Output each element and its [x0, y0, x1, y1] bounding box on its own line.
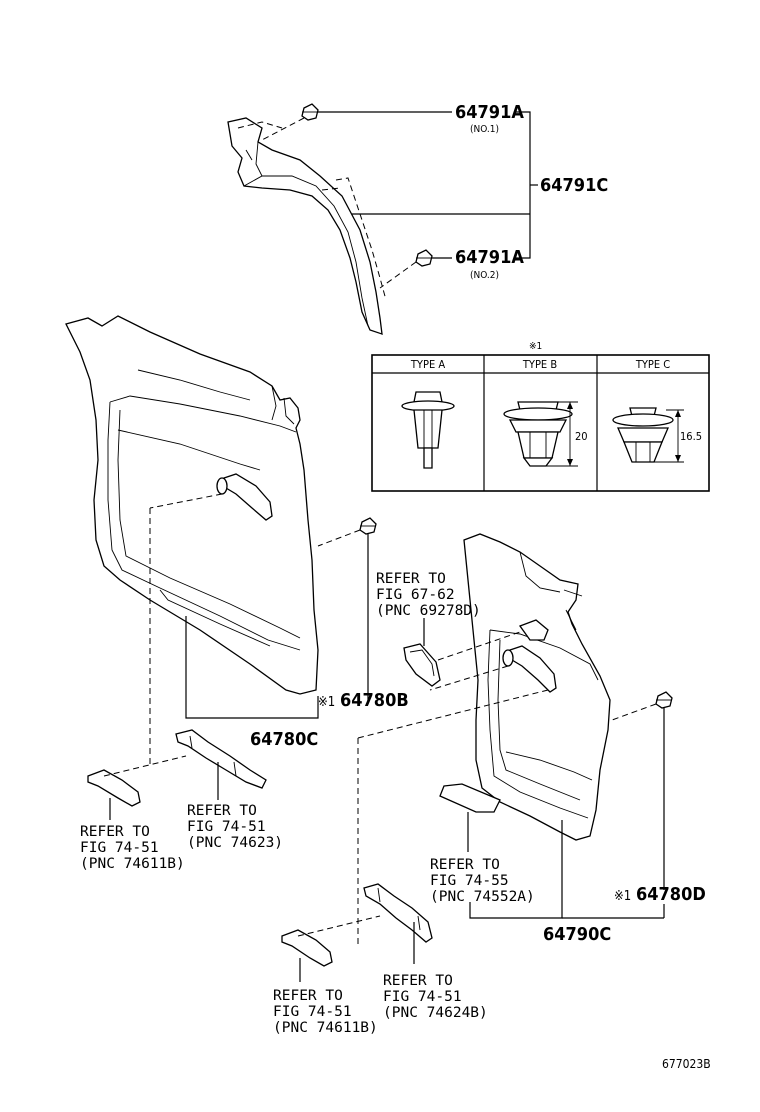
- svg-text:FIG 67-62: FIG 67-62: [376, 587, 455, 603]
- svg-text:REFER TO: REFER TO: [383, 973, 453, 989]
- part-64780C-label: 64780C: [250, 729, 318, 750]
- reference-74611B-left: REFER TO FIG 74-51 (PNC 74611B): [80, 824, 185, 872]
- clip-64780B[interactable]: [359, 517, 377, 535]
- clip-type-c-header: TYPE C: [635, 358, 670, 371]
- svg-text:(PNC 74624B): (PNC 74624B): [383, 1005, 488, 1021]
- bracket-right[interactable]: [363, 883, 433, 943]
- bracket-left[interactable]: [175, 729, 267, 789]
- svg-text:(PNC 74552A): (PNC 74552A): [430, 889, 535, 905]
- svg-text:REFER TO: REFER TO: [430, 857, 500, 873]
- clip-64791A-no2[interactable]: [415, 249, 433, 267]
- pillar-garnish-64791C[interactable]: [227, 117, 387, 335]
- part-64780D-label: 64780D: [636, 884, 706, 905]
- svg-text:FIG 74-51: FIG 74-51: [187, 819, 266, 835]
- part-64780B-label: 64780B: [340, 690, 409, 711]
- clip-type-c-dim: 16.5: [680, 430, 702, 443]
- reference-74623: REFER TO FIG 74-51 (PNC 74623): [187, 803, 283, 851]
- reference-69278D: REFER TO FIG 67-62 (PNC 69278D): [376, 571, 481, 619]
- assist-grip-left[interactable]: [87, 769, 141, 807]
- svg-text:FIG 74-55: FIG 74-55: [430, 873, 509, 889]
- part-64791A-no2-label: 64791A: [455, 247, 524, 268]
- svg-text:FIG 74-51: FIG 74-51: [80, 840, 159, 856]
- svg-text:(PNC 74611B): (PNC 74611B): [273, 1020, 378, 1036]
- part-64791A-no1-label: 64791A: [455, 102, 524, 123]
- clip-type-c-icon: 16.5: [612, 407, 702, 463]
- side-panel-64780C[interactable]: [65, 315, 319, 695]
- svg-text:REFER TO: REFER TO: [187, 803, 257, 819]
- side-panel-64790C[interactable]: [463, 533, 611, 841]
- svg-text:(PNC 74623): (PNC 74623): [187, 835, 283, 851]
- clip-type-b-dim: 20: [575, 430, 588, 443]
- clip-type-table: ※1 TYPE A TYPE B TYPE C: [371, 341, 710, 492]
- svg-text:(PNC 74611B): (PNC 74611B): [80, 856, 185, 872]
- part-64791A-no2-note: (NO.2): [470, 270, 499, 281]
- reference-74611B-right: REFER TO FIG 74-51 (PNC 74611B): [273, 988, 378, 1036]
- diagram-code: 677023B: [662, 1057, 711, 1071]
- reference-74624B: REFER TO FIG 74-51 (PNC 74624B): [383, 973, 488, 1021]
- clip-type-b-header: TYPE B: [522, 358, 557, 371]
- clip-type-a-header: TYPE A: [410, 358, 445, 371]
- part-64791C-label: 64791C: [540, 175, 608, 196]
- clip-64780D[interactable]: [655, 691, 673, 709]
- part-64791A-no1-note: (NO.1): [470, 124, 499, 135]
- svg-text:FIG 74-51: FIG 74-51: [383, 989, 462, 1005]
- pocket-69278D[interactable]: [403, 643, 441, 687]
- clip-type-b-icon: 20: [503, 401, 588, 467]
- svg-text:REFER TO: REFER TO: [80, 824, 150, 840]
- clip-64791A-no1[interactable]: [301, 103, 319, 121]
- part-64780D-mark: ※1: [614, 889, 631, 904]
- svg-text:FIG 74-51: FIG 74-51: [273, 1004, 352, 1020]
- handle-bezel-right[interactable]: [502, 619, 557, 693]
- svg-text:REFER TO: REFER TO: [273, 988, 343, 1004]
- reference-74552A: REFER TO FIG 74-55 (PNC 74552A): [430, 857, 535, 905]
- clip-type-a-icon: [401, 391, 455, 469]
- part-64780B-mark: ※1: [318, 695, 335, 710]
- svg-text:(PNC 69278D): (PNC 69278D): [376, 603, 481, 619]
- clip-table-mark: ※1: [529, 341, 542, 352]
- svg-text:REFER TO: REFER TO: [376, 571, 446, 587]
- assist-grip-right[interactable]: [281, 929, 333, 967]
- trim-strip-74552A[interactable]: [439, 783, 501, 813]
- part-64790C-label: 64790C: [543, 924, 611, 945]
